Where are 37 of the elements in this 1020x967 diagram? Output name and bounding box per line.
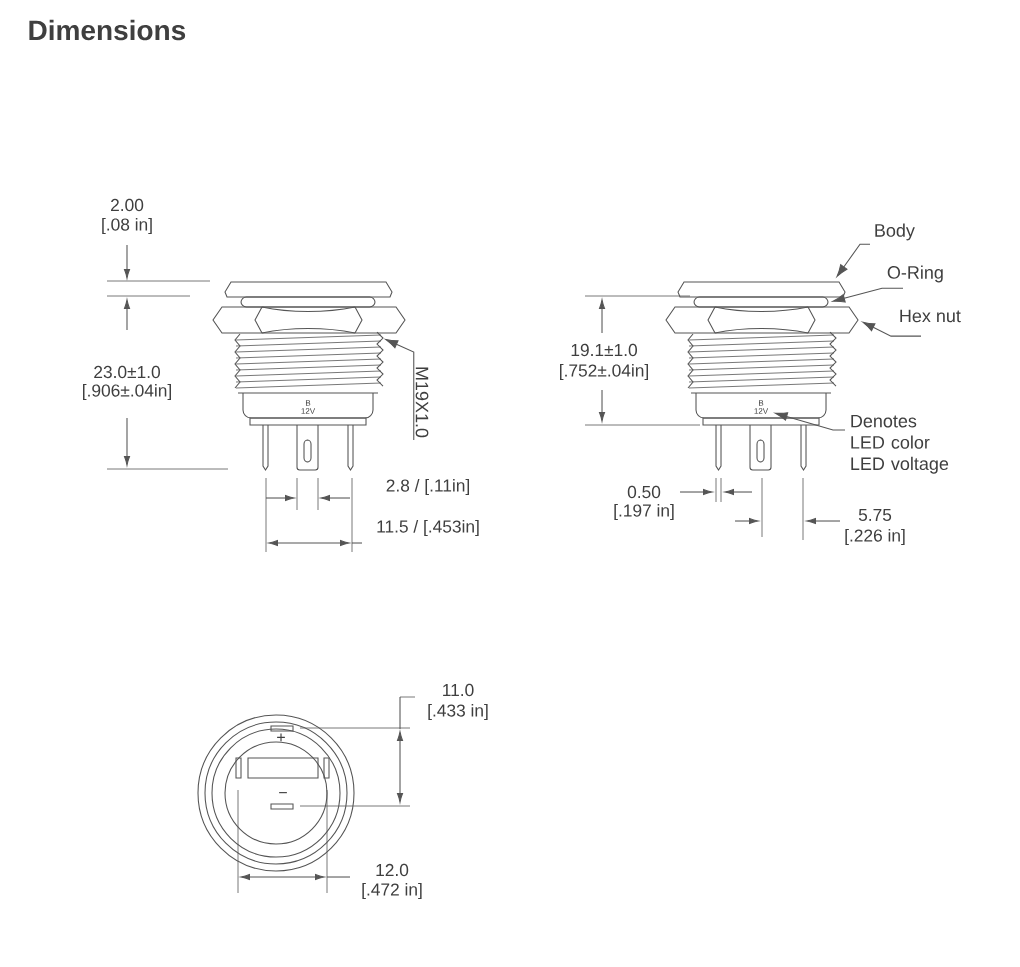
- o-ring-drawing: [693, 296, 829, 308]
- polarity-sign: +: [277, 733, 285, 742]
- dimension-label: 11.5 / [.453in]: [377, 519, 479, 537]
- dimension-label: 0.50: [627, 485, 661, 499]
- dimension-label: [.226 in]: [845, 528, 905, 546]
- leader-line: [774, 412, 846, 431]
- dimension-label: [.433 in]: [428, 703, 488, 721]
- housing-drawing: [695, 392, 827, 419]
- dimension-label: 12.0: [376, 863, 409, 877]
- dimension-label: [.752±.04in]: [560, 363, 648, 381]
- dimension-label: 19.1±1.0: [571, 343, 637, 357]
- hex-nut-drawing: [665, 306, 859, 334]
- polarity-sign: −: [279, 792, 287, 794]
- dimension-label: [.08 in]: [102, 217, 152, 235]
- callout-label: Body: [875, 223, 915, 241]
- dimension-label: [.197 in]: [614, 503, 674, 521]
- dimension-label: 11.0: [443, 683, 474, 697]
- leader-line: [862, 321, 922, 337]
- marking-text: 12V: [754, 408, 769, 414]
- callout-label: O-Ring: [887, 265, 943, 283]
- dimension-label: [.906±.04in]: [83, 383, 171, 401]
- leader-line: [832, 287, 904, 303]
- callout-label: Denotes LED color LED voltage: [851, 414, 949, 474]
- leader-line: [836, 243, 871, 277]
- marking-text: 12V: [301, 408, 316, 414]
- leader-line: [385, 339, 415, 441]
- callout-label: M19X1.0: [415, 367, 429, 438]
- dimension-label: 23.0±1.0: [94, 365, 160, 379]
- heading: Dimensions: [29, 19, 186, 41]
- thread-drawing: [234, 331, 384, 394]
- bezel-drawing: [677, 281, 846, 298]
- dimension-label: 2.00: [111, 198, 144, 212]
- dimension-label: 2.8 / [.11in]: [386, 478, 469, 496]
- callout-label: Hex nut: [900, 309, 961, 323]
- dimension-label: [.472 in]: [362, 882, 422, 900]
- dimension-label: 5.75: [858, 508, 892, 522]
- marking-text: B: [759, 400, 764, 406]
